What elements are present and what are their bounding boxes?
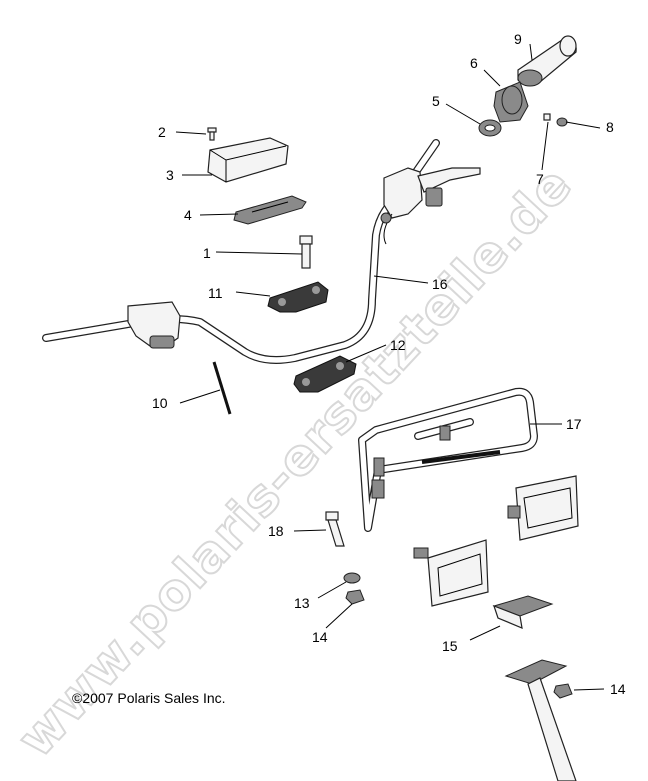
bolt-1 — [299, 235, 313, 269]
copyright-text: ©2007 Polaris Sales Inc. — [72, 690, 226, 706]
callout-7: 7 — [536, 171, 544, 187]
bolt-2 — [207, 127, 217, 141]
callout-14-upper: 14 — [312, 629, 328, 645]
callout-2: 2 — [158, 124, 166, 140]
throttle-housing-6 — [493, 81, 529, 123]
nut-14-upper — [345, 589, 365, 605]
clamp-12 — [293, 355, 357, 393]
callout-6: 6 — [470, 55, 478, 71]
lamp-left — [413, 539, 489, 607]
screw-8 — [556, 117, 568, 127]
callout-9: 9 — [514, 31, 522, 47]
washer-13 — [343, 572, 361, 584]
callout-12: 12 — [390, 337, 406, 353]
callout-16: 16 — [432, 276, 448, 292]
clamp-11 — [267, 281, 329, 313]
leader-lines — [175, 43, 605, 691]
lamp-post — [504, 659, 577, 781]
grip-9 — [517, 35, 577, 87]
washer-5 — [478, 119, 502, 137]
cable-tie-10 — [212, 361, 232, 415]
plate-4 — [233, 195, 307, 225]
callout-5: 5 — [432, 93, 440, 109]
callout-labels: 1 2 3 4 5 6 7 8 9 10 11 12 13 14 14 15 1… — [152, 31, 626, 697]
callout-10: 10 — [152, 395, 168, 411]
bolt-18 — [325, 511, 345, 547]
callout-8: 8 — [606, 119, 614, 135]
bracket-17 — [358, 387, 538, 532]
mount-plate-15 — [492, 595, 554, 629]
callout-18: 18 — [268, 523, 284, 539]
callout-13: 13 — [294, 595, 310, 611]
callout-4: 4 — [184, 207, 192, 223]
nut-14-lower — [553, 683, 573, 699]
callout-3: 3 — [166, 167, 174, 183]
pin-7 — [543, 113, 551, 121]
callout-15: 15 — [442, 638, 458, 654]
callout-11: 11 — [208, 285, 223, 301]
handlebar-cover-3 — [207, 137, 289, 183]
callout-17: 17 — [566, 416, 582, 432]
watermark-text: www.polaris-ersatzteile.de — [6, 156, 583, 769]
callout-1: 1 — [203, 245, 211, 261]
handlebar — [42, 139, 481, 364]
lamp-right — [507, 475, 579, 541]
callout-14-lower: 14 — [610, 681, 626, 697]
